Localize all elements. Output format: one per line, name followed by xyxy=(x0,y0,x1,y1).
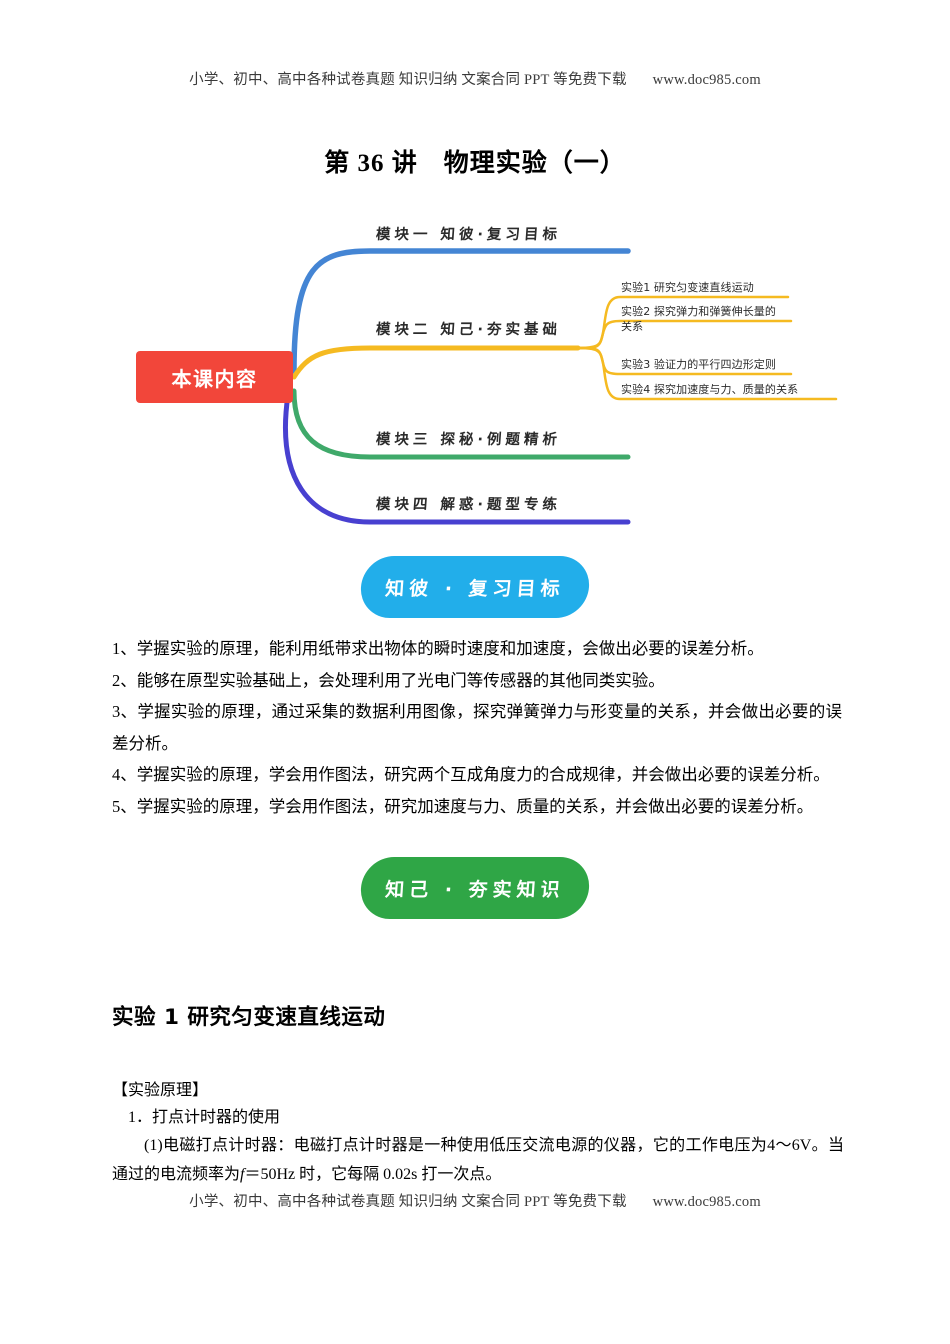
footer-watermark-text: 小学、初中、高中各种试卷真题 知识归纳 文案合同 PPT 等免费下载 xyxy=(189,1194,627,1210)
experiment-body: 【实验原理】 1．打点计时器的使用 (1)电磁打点计时器：电磁打点计时器是一种使… xyxy=(112,1078,844,1189)
header-watermark: 小学、初中、高中各种试卷真题 知识归纳 文案合同 PPT 等免费下载 www.do… xyxy=(0,68,950,89)
paragraph-text-b: ＝50Hz 时，它每隔 0.02s 打一次点。 xyxy=(244,1166,502,1183)
branch-curve-3 xyxy=(291,388,631,460)
mindmap-leaf-label-4: 实验4 探究加速度与力、质量的关系 xyxy=(621,383,799,396)
footer-watermark-url: www.doc985.com xyxy=(652,1194,761,1210)
header-watermark-url: www.doc985.com xyxy=(652,72,761,88)
objective-item: 4、学握实验的原理，学会用作图法，研究两个互成角度力的合成规律，并会做出必要的误… xyxy=(112,765,830,784)
header-watermark-text: 小学、初中、高中各种试卷真题 知识归纳 文案合同 PPT 等免费下载 xyxy=(189,72,627,88)
mindmap-connectors xyxy=(283,248,838,525)
leaf-curve-4 xyxy=(576,346,838,401)
section-banner-review-goals: 知彼 · 复习目标 xyxy=(358,556,592,618)
body-item-1: 1．打点计时器的使用 xyxy=(128,1108,281,1126)
leaf-curve-2 xyxy=(576,319,793,350)
section-heading-experiment-1: 实验 1 研究匀变速直线运动 xyxy=(112,1005,386,1030)
mindmap-branch-label-4: 模块四 解惑·题型专练 xyxy=(375,497,562,513)
objective-item: 3、学握实验的原理，通过采集的数据利用图像，探究弹簧弹力与形变量的关系，并会做出… xyxy=(112,702,842,753)
branch-curve-2 xyxy=(291,345,581,380)
branch-curve-1 xyxy=(291,248,631,374)
mindmap-leaf-label-3: 实验3 验证力的平行四边形定则 xyxy=(621,358,776,371)
objective-item: 5、学握实验的原理，学会用作图法，研究加速度与力、质量的关系，并会做出必要的误差… xyxy=(112,796,814,816)
mindmap-leaf-label-2: 实验2 探究弹力和弹簧伸长量的 关系 xyxy=(621,305,776,333)
mindmap-center-node: 本课内容 xyxy=(136,351,293,403)
section-banner-solid-knowledge: 知己 · 夯实知识 xyxy=(358,857,592,919)
mindmap-branch-label-2: 模块二 知己·夯实基础 xyxy=(375,322,562,338)
mindmap-branch-label-1: 模块一 知彼·复习目标 xyxy=(375,227,562,243)
principle-label: 【实验原理】 xyxy=(112,1082,209,1099)
page-title: 第 36 讲 物理实验（一） xyxy=(324,150,626,177)
branch-curve-4 xyxy=(283,392,631,525)
objective-item: 2、能够在原型实验基础上，会处理利用了光电门等传感器的其他同类实验。 xyxy=(112,670,665,690)
objectives-list: 1、学握实验的原理，能利用纸带求出物体的瞬时速度和加速度，会做出必要的误差分析。… xyxy=(112,633,842,822)
mindmap-leaf-label-1: 实验1 研究匀变速直线运动 xyxy=(621,281,754,294)
body-paragraph-1: (1)电磁打点计时器：电磁打点计时器是一种使用低压交流电源的仪器，它的工作电压为… xyxy=(112,1131,844,1189)
paragraph-text-a: (1)电磁打点计时器：电磁打点计时器是一种使用低压交流电源的仪器，它的工作电压为… xyxy=(112,1137,844,1183)
footer-watermark: 小学、初中、高中各种试卷真题 知识归纳 文案合同 PPT 等免费下载 www.do… xyxy=(0,1190,950,1211)
variable-f: f xyxy=(240,1166,245,1183)
objective-item: 1、学握实验的原理，能利用纸带求出物体的瞬时速度和加速度，会做出必要的误差分析。 xyxy=(112,639,764,658)
mindmap-diagram: 本课内容 模块一 知彼·复习目标 模块二 知己·夯实基础 模块三 探秘·例题精析… xyxy=(108,205,848,535)
mindmap-branch-label-3: 模块三 探秘·例题精析 xyxy=(375,432,562,448)
